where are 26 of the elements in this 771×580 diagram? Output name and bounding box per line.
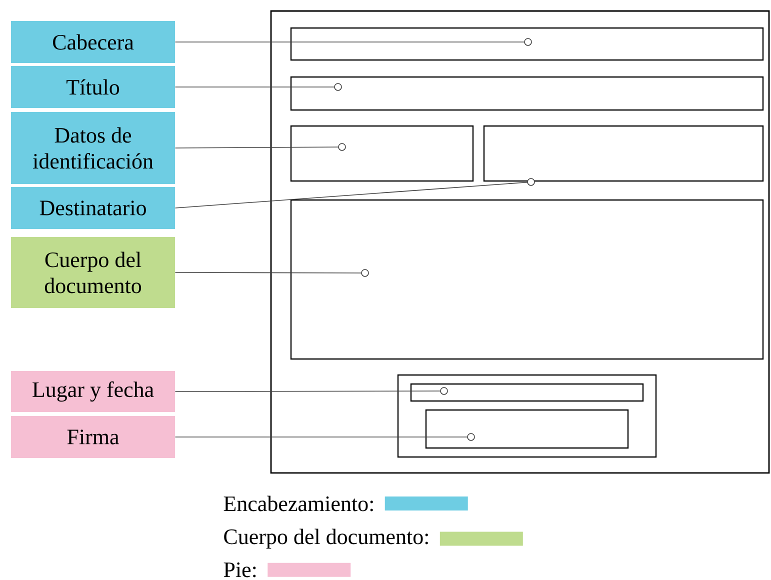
- legend-text: Cuerpo del documento:: [224, 528, 428, 549]
- section-box: [410, 383, 644, 402]
- leader-line: [174, 387, 448, 395]
- section-box: [483, 125, 764, 182]
- section-box: [290, 199, 764, 360]
- label-box: Destinatario: [11, 187, 175, 229]
- label-box: Título: [11, 66, 175, 108]
- section-box: [290, 76, 764, 111]
- label-box: Lugar y fecha: [11, 370, 175, 412]
- legend-text: Pie:: [224, 562, 256, 578]
- leader-line: [174, 433, 475, 441]
- section-box: [425, 409, 629, 449]
- leader-line: [174, 38, 532, 46]
- leader-line: [174, 269, 369, 277]
- label-box: Cuerpo del documento: [11, 236, 175, 308]
- legend-text: Encabezamiento:: [224, 496, 373, 512]
- label-box: Cabecera: [11, 21, 175, 63]
- leader-line: [174, 83, 342, 91]
- document-outline: [270, 10, 770, 474]
- section-box: [397, 374, 657, 458]
- leader-line: [174, 143, 346, 151]
- section-box: [290, 125, 474, 182]
- label-box: Datos de identificación: [11, 112, 175, 184]
- leader-line: [174, 178, 535, 208]
- section-box: [290, 27, 764, 61]
- label-box: Firma: [11, 416, 175, 458]
